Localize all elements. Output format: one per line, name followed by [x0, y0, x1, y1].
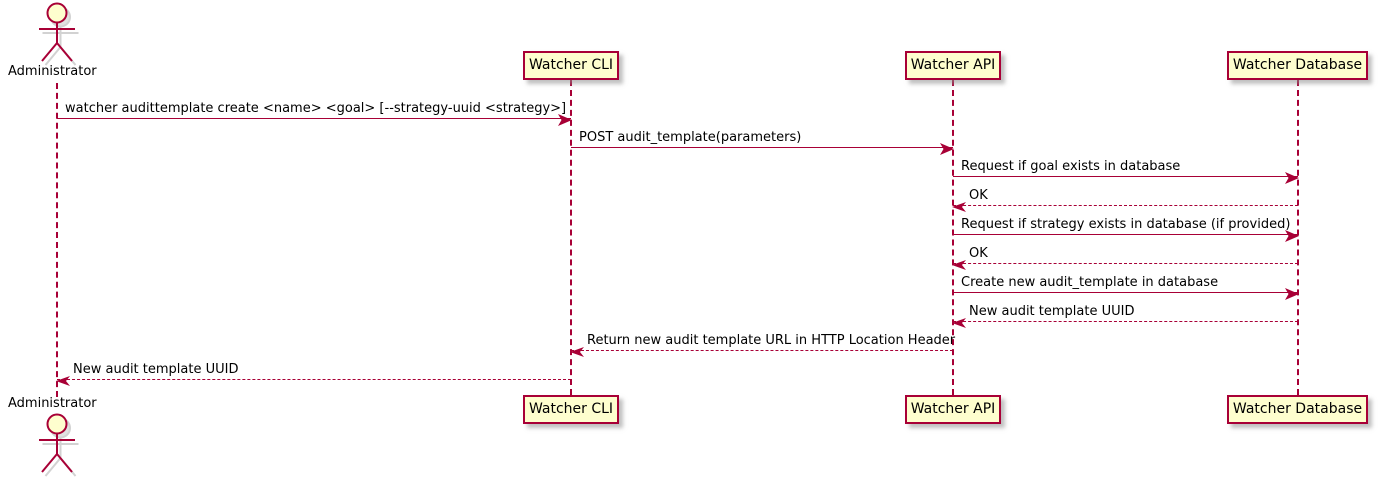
message-line — [952, 318, 1298, 328]
message-4: OK — [952, 188, 1298, 212]
message-line — [953, 230, 1299, 242]
arrowhead-left-icon — [56, 376, 70, 386]
actor-label-top: Administrator — [8, 64, 97, 79]
arrowhead-left-icon — [952, 202, 966, 212]
message-line — [56, 376, 571, 386]
lifeline-administrator — [56, 83, 58, 397]
arrowhead-left-icon — [952, 260, 966, 270]
message-8: New audit template UUID — [952, 304, 1298, 328]
message-5: Request if strategy exists in database (… — [953, 217, 1299, 242]
message-9: Return new audit template URL in HTTP Lo… — [570, 333, 956, 357]
lifeline-watcher-api — [952, 80, 954, 395]
message-10: New audit template UUID — [56, 362, 571, 386]
arrowhead-left-icon — [570, 347, 584, 357]
arrowhead-right-icon — [1285, 230, 1299, 242]
participant-watcher-api-top: Watcher API — [905, 51, 1001, 80]
message-line — [952, 260, 1298, 270]
participant-watcher-database-bottom: Watcher Database — [1227, 395, 1368, 424]
message-line — [953, 288, 1299, 300]
message-line — [952, 202, 1298, 212]
message-label: OK — [969, 246, 988, 261]
participant-watcher-database-top: Watcher Database — [1227, 51, 1368, 80]
lifeline-watcher-database — [1297, 80, 1299, 395]
message-label: Return new audit template URL in HTTP Lo… — [587, 333, 956, 348]
actor-icon — [39, 413, 79, 477]
arrowhead-right-icon — [940, 143, 954, 155]
message-line — [57, 114, 572, 126]
message-label: Request if goal exists in database — [961, 159, 1181, 174]
message-2: POST audit_template(parameters) — [571, 130, 954, 155]
participant-watcher-cli-bottom: Watcher CLI — [523, 395, 619, 424]
participant-watcher-api-bottom: Watcher API — [905, 395, 1001, 424]
message-label: New audit template UUID — [73, 362, 239, 377]
actor-label-bottom: Administrator — [8, 396, 97, 411]
message-label: New audit template UUID — [969, 304, 1135, 319]
message-line — [571, 143, 954, 155]
message-7: Create new audit_template in database — [953, 275, 1299, 300]
message-label: OK — [969, 188, 988, 203]
message-label: Request if strategy exists in database (… — [961, 217, 1291, 232]
participant-watcher-cli-top: Watcher CLI — [523, 51, 619, 80]
arrowhead-right-icon — [1285, 172, 1299, 184]
arrowhead-left-icon — [952, 318, 966, 328]
arrowhead-right-icon — [558, 114, 572, 126]
message-label: POST audit_template(parameters) — [579, 130, 802, 145]
message-3: Request if goal exists in database — [953, 159, 1299, 184]
actor-icon — [39, 2, 79, 66]
message-label: watcher audittemplate create <name> <goa… — [65, 101, 567, 116]
message-line — [570, 347, 953, 357]
message-1: watcher audittemplate create <name> <goa… — [57, 101, 572, 126]
lifeline-watcher-cli — [570, 80, 572, 395]
message-6: OK — [952, 246, 1298, 270]
message-label: Create new audit_template in database — [961, 275, 1219, 290]
arrowhead-right-icon — [1285, 288, 1299, 300]
message-line — [953, 172, 1299, 184]
